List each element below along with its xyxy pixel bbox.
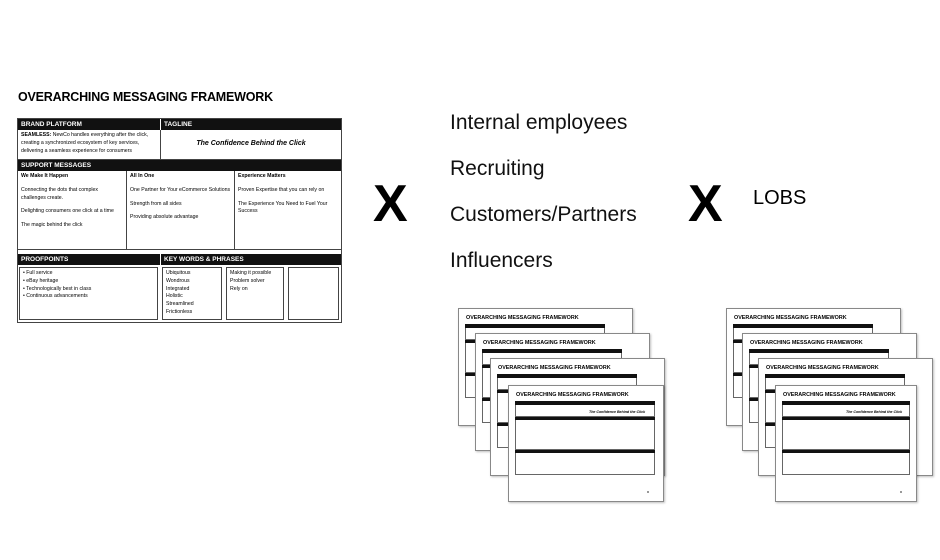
keyword-item: Making it possible (230, 270, 272, 276)
proofpoint-item: • eBay heritage (23, 277, 59, 284)
keyword-item: Ubiquitous (166, 270, 191, 276)
thumbnail-tagline: The Confidence Behind the Click (846, 410, 903, 414)
thumbnail-title: OVERARCHING MESSAGING FRAMEWORK (734, 315, 847, 321)
support-line: The Experience You Need to Fuel Your Suc… (238, 200, 328, 215)
support-col-3: Experience Matters Proven Expertise that… (235, 171, 341, 249)
proofpoints-box: • Full service • eBay heritage • Technol… (19, 267, 158, 320)
proofpoint-item: • Technologically best in class (23, 285, 92, 292)
brand-platform-text: NewCo handles everything after the click… (21, 132, 149, 154)
framework-thumbnail: OVERARCHING MESSAGING FRAMEWORK The Conf… (508, 385, 664, 502)
seamless-label: SEAMLESS: (21, 132, 52, 138)
thumbnail-title: OVERARCHING MESSAGING FRAMEWORK (483, 340, 596, 346)
brand-platform-header: BRAND PLATFORM (18, 119, 161, 130)
keyword-item: Integrated (166, 285, 190, 292)
keywords-box-2: Making it possible Problem solver Rely o… (226, 267, 284, 320)
thumbnail-title: OVERARCHING MESSAGING FRAMEWORK (766, 365, 879, 371)
support-line: Strength from all sides (130, 200, 182, 207)
support-col-2: All In One One Partner for Your eCommerc… (127, 171, 235, 249)
thumbnail-title: OVERARCHING MESSAGING FRAMEWORK (783, 392, 896, 398)
keywords-header: KEY WORDS & PHRASES (161, 254, 341, 265)
keyword-item: Streamlined (166, 301, 194, 308)
keyword-item: Problem solver (230, 277, 265, 284)
keywords-box-1: Ubiquitous Wondrous Integrated Holistic … (162, 267, 222, 320)
support-line: The magic behind the click (21, 222, 83, 229)
support-title: Experience Matters (238, 173, 286, 179)
keyword-item: Wondrous (166, 277, 190, 284)
support-col-1: We Make It Happen Connecting the dots th… (18, 171, 127, 249)
audience-recruiting: Recruiting (450, 157, 545, 180)
thumbnail-title: OVERARCHING MESSAGING FRAMEWORK (466, 315, 579, 321)
thumbnail-title: OVERARCHING MESSAGING FRAMEWORK (750, 340, 863, 346)
tagline-cell: The Confidence Behind the Click (161, 130, 341, 159)
lobs-label: LOBS (753, 187, 807, 209)
support-line: One Partner for Your eCommerce Solutions (130, 186, 231, 193)
support-title: All In One (130, 173, 155, 179)
proofpoint-item: • Continuous advancements (23, 293, 88, 300)
thumbnail-title: OVERARCHING MESSAGING FRAMEWORK (516, 392, 629, 398)
keywords-box-3 (288, 267, 339, 320)
keyword-item: Holistic (166, 293, 183, 300)
support-title: We Make It Happen (21, 173, 69, 179)
keyword-item: Frictionless (166, 308, 193, 315)
framework-thumbnail: OVERARCHING MESSAGING FRAMEWORK The Conf… (775, 385, 917, 502)
brand-platform-cell: SEAMLESS: NewCo handles everything after… (18, 130, 161, 159)
thumbnail-tagline: The Confidence Behind the Click (589, 410, 646, 414)
framework-title: OVERARCHING MESSAGING FRAMEWORK (18, 90, 273, 104)
audience-customers-partners: Customers/Partners (450, 203, 637, 226)
support-line: Connecting the dots that complex challen… (21, 186, 98, 201)
tagline-text: The Confidence Behind the Click (196, 140, 306, 148)
support-line: Proven Expertise that you can rely on (238, 186, 325, 193)
keyword-item: Rely on (230, 285, 248, 292)
support-line: Delighting consumers one click at a time (21, 208, 114, 215)
multiply-sign-1: X (373, 175, 408, 233)
audience-influencers: Influencers (450, 249, 553, 272)
tagline-header: TAGLINE (161, 119, 341, 130)
proofpoints-header: PROOFPOINTS (18, 254, 161, 265)
support-messages-header: SUPPORT MESSAGES (18, 160, 341, 171)
audience-internal-employees: Internal employees (450, 111, 628, 134)
support-line: Providing absolute advantage (130, 214, 199, 221)
multiply-sign-2: X (688, 175, 723, 233)
messaging-framework-table: BRAND PLATFORM TAGLINE SEAMLESS: NewCo h… (17, 118, 342, 323)
proofpoint-item: • Full service (23, 270, 53, 276)
thumbnail-title: OVERARCHING MESSAGING FRAMEWORK (498, 365, 611, 371)
